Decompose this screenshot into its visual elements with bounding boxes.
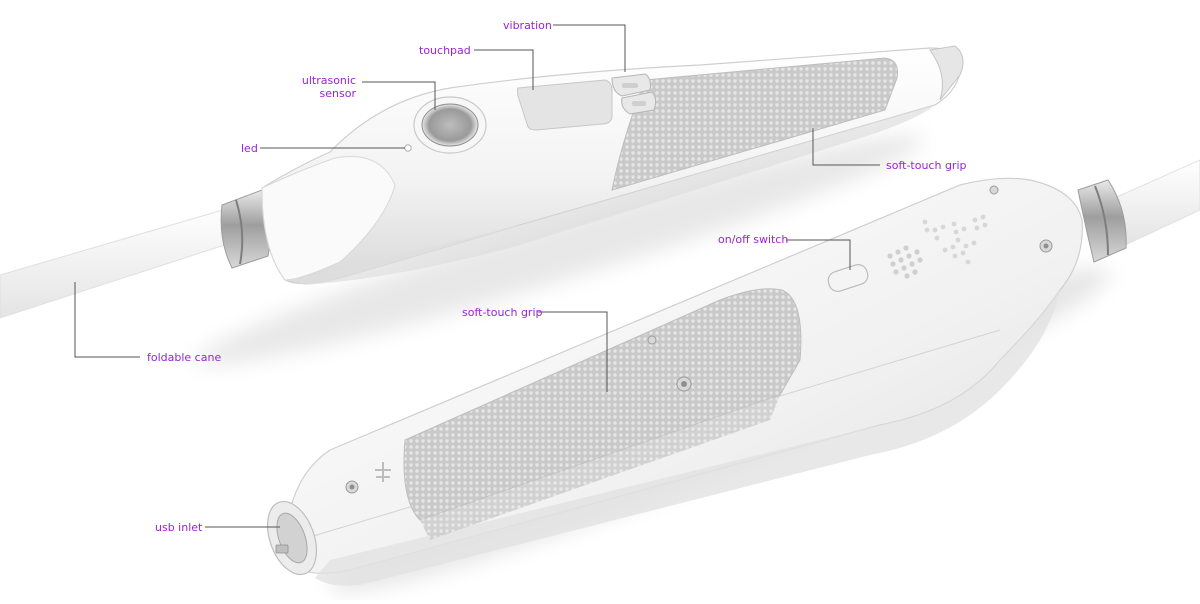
leader-ultrasonic	[362, 81, 436, 110]
leader-grip-top	[812, 128, 880, 166]
label-usb-inlet: usb inlet	[155, 521, 203, 534]
foldable-cane-shaft	[0, 204, 247, 319]
leader-touchpad	[474, 49, 534, 90]
leader-lines	[74, 24, 880, 528]
label-ultrasonic-line1: ultrasonic	[301, 74, 356, 87]
leader-grip-bottom	[538, 311, 608, 392]
grip-texture-lower	[403, 288, 802, 521]
label-soft-touch-grip-bottom: soft-touch grip	[462, 306, 543, 319]
usb-symbol-icon	[375, 462, 391, 482]
usb-inlet	[266, 500, 318, 576]
label-led: led	[241, 142, 258, 155]
grip-texture-upper	[611, 57, 898, 191]
label-ultrasonic-line2: sensor	[319, 87, 356, 100]
label-touchpad: touchpad	[419, 44, 471, 57]
ultrasonic-sensor	[413, 96, 487, 154]
label-vibration: vibration	[503, 19, 552, 32]
label-ultrasonic-sensor: ultrasonic sensor	[300, 74, 356, 100]
speaker-grille	[887, 245, 923, 279]
leader-on-off	[786, 239, 851, 270]
upper-device	[0, 45, 964, 365]
screws	[345, 185, 1053, 494]
label-soft-touch-grip-top: soft-touch grip	[886, 159, 967, 172]
leader-vibration	[553, 24, 626, 72]
on-off-switch	[827, 264, 869, 292]
touchpad	[517, 79, 613, 131]
label-foldable-cane: foldable cane	[147, 351, 222, 364]
metal-ferrule-lower	[1077, 179, 1127, 263]
vibration-buttons	[611, 73, 657, 115]
lower-device	[266, 159, 1200, 592]
label-on-off-switch: on/off switch	[718, 233, 789, 246]
led-indicator	[404, 144, 412, 152]
leader-foldable-cane	[74, 282, 140, 358]
braille-dots	[922, 214, 988, 265]
